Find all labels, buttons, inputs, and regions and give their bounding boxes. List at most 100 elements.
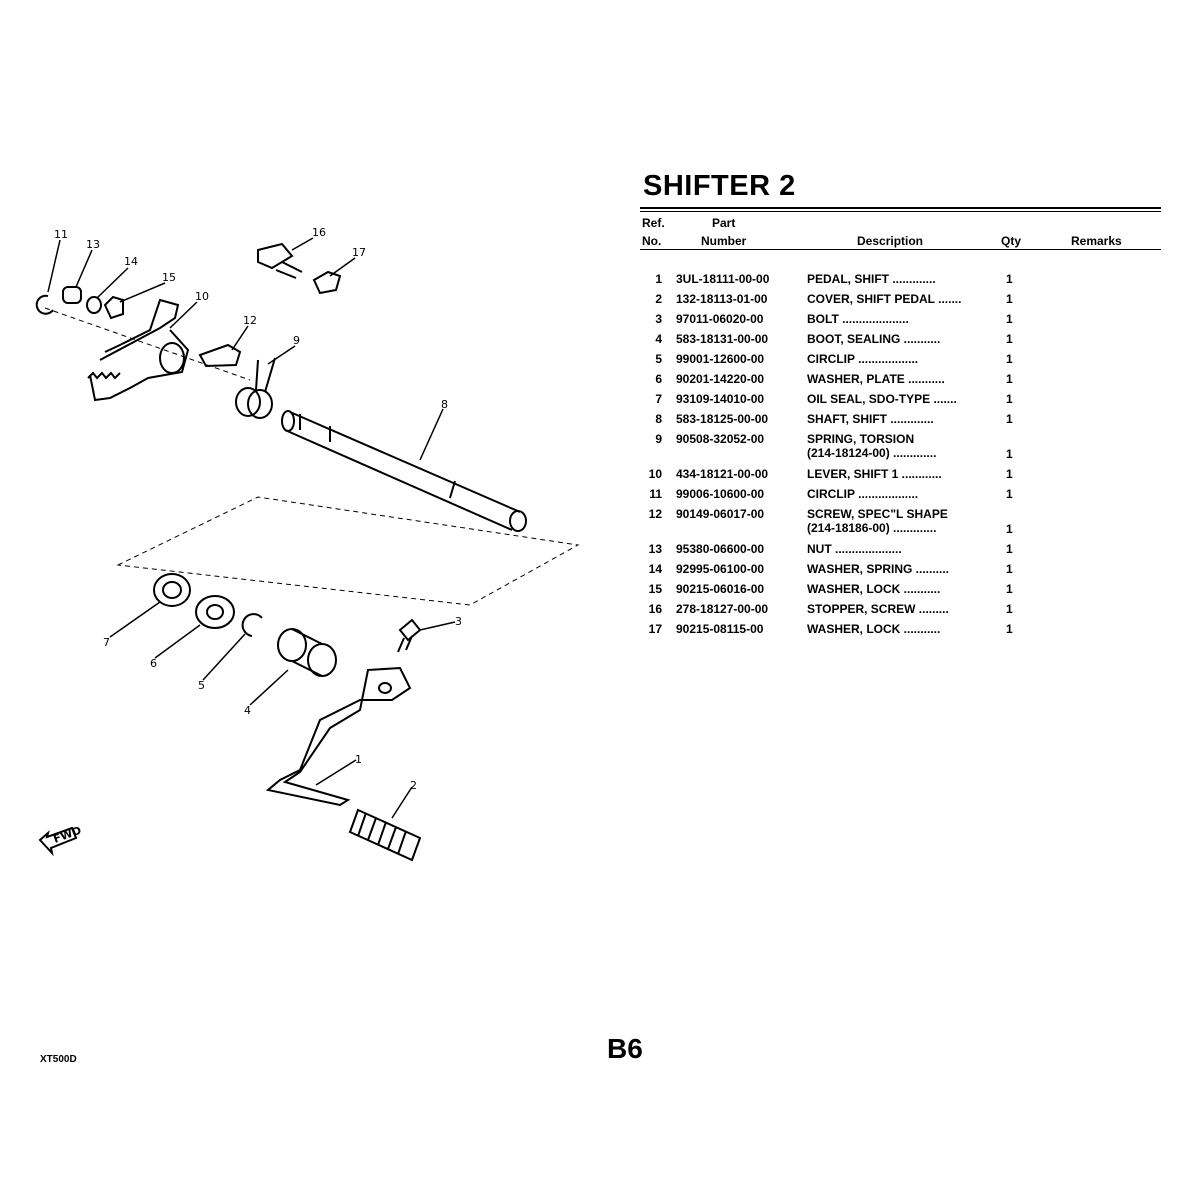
part-description: BOOT, SEALING ........... xyxy=(807,332,941,346)
part-qty: 1 xyxy=(1006,292,1013,306)
callout-2: 2 xyxy=(410,779,417,792)
part-description: PEDAL, SHIFT ............. xyxy=(807,272,936,286)
part-qty: 1 xyxy=(1006,522,1013,536)
header-qty: Qty xyxy=(1001,234,1022,248)
callout-16: 16 xyxy=(312,226,326,239)
part-number: 92995-06100-00 xyxy=(676,562,765,576)
page-title: SHIFTER 2 xyxy=(643,170,796,202)
table-row: 7 93109-14010-00 OIL SEAL, SDO-TYPE ....… xyxy=(0,392,1200,412)
ref-no: 6 xyxy=(655,372,662,386)
part-qty: 1 xyxy=(1006,392,1013,406)
header-ref-line1: Ref. xyxy=(642,216,665,230)
ref-no: 2 xyxy=(655,292,662,306)
header-part-line1: Part xyxy=(712,216,736,230)
ref-no: 10 xyxy=(648,467,662,481)
part-qty: 1 xyxy=(1006,447,1013,461)
callout-3: 3 xyxy=(455,615,462,628)
part-description: SPRING, TORSION (214-18124-00) .........… xyxy=(807,432,997,460)
part-qty: 1 xyxy=(1006,562,1013,576)
part-8-shift-shaft xyxy=(284,411,521,531)
callout-11: 11 xyxy=(54,228,68,241)
model-code: XT500D xyxy=(40,1054,77,1065)
fwd-arrow-icon: FWD xyxy=(38,824,83,857)
part-description: STOPPER, SCREW ......... xyxy=(807,602,949,616)
callout-7: 7 xyxy=(103,636,110,649)
part-qty: 1 xyxy=(1006,542,1013,556)
ref-no: 9 xyxy=(655,432,662,446)
part-description: SHAFT, SHIFT ............. xyxy=(807,412,934,426)
part-qty: 1 xyxy=(1006,467,1013,481)
title-rule-thin xyxy=(640,211,1161,212)
part-number: 583-18131-00-00 xyxy=(676,332,769,346)
title-rule xyxy=(640,207,1161,209)
ref-no: 3 xyxy=(655,312,662,326)
table-row: 2 132-18113-01-00 COVER, SHIFT PEDAL ...… xyxy=(0,292,1200,312)
callout-17: 17 xyxy=(352,246,366,259)
table-row: 12 90149-06017-00 SCREW, SPEC"L SHAPE (2… xyxy=(0,507,1200,542)
description-line2: (214-18124-00) ............. xyxy=(807,446,937,460)
part-description: CIRCLIP .................. xyxy=(807,487,919,501)
part-qty: 1 xyxy=(1006,272,1013,286)
part-qty: 1 xyxy=(1006,487,1013,501)
alignment-line xyxy=(44,307,251,381)
header-ref-line2: No. xyxy=(642,234,662,248)
table-row: 14 92995-06100-00 WASHER, SPRING .......… xyxy=(0,562,1200,582)
exploded-diagram: FWD 11 13 14 15 10 16 17 12 9 8 7 6 5 4 … xyxy=(0,200,620,900)
part-description: WASHER, LOCK ........... xyxy=(807,582,941,596)
part-1-shift-pedal xyxy=(265,666,412,807)
part-2-pedal-cover xyxy=(348,808,422,862)
table-row: 10 434-18121-00-00 LEVER, SHIFT 1 ......… xyxy=(0,467,1200,487)
callout-1: 1 xyxy=(355,753,362,766)
callout-15: 15 xyxy=(162,271,176,284)
description-line1: SCREW, SPEC"L SHAPE xyxy=(807,507,948,521)
header-description: Description xyxy=(857,234,924,248)
part-number: 434-18121-00-00 xyxy=(676,467,769,481)
header-part-line2: Number xyxy=(701,234,747,248)
table-row: 6 90201-14220-00 WASHER, PLATE .........… xyxy=(0,372,1200,392)
ref-no: 12 xyxy=(648,507,662,521)
part-5-circlip xyxy=(241,613,263,637)
part-number: 97011-06020-00 xyxy=(676,312,764,326)
table-row: 5 99001-12600-00 CIRCLIP ...............… xyxy=(0,352,1200,372)
part-12-special-screw xyxy=(198,343,242,368)
part-number: 90215-06016-00 xyxy=(676,582,765,596)
ref-no: 15 xyxy=(648,582,662,596)
ref-no: 1 xyxy=(655,272,662,286)
part-description: SCREW, SPEC"L SHAPE (214-18186-00) .....… xyxy=(807,507,997,535)
callout-9: 9 xyxy=(293,334,300,347)
ref-no: 13 xyxy=(648,542,662,556)
part-qty: 1 xyxy=(1006,372,1013,386)
table-row: 11 99006-10600-00 CIRCLIP ..............… xyxy=(0,487,1200,507)
parts-illustration: FWD 11 13 14 15 10 16 17 12 9 8 7 6 5 4 … xyxy=(35,226,580,862)
part-14-spring-washer xyxy=(86,296,102,314)
table-row: 1 3UL-18111-00-00 PEDAL, SHIFT .........… xyxy=(0,272,1200,292)
callout-6: 6 xyxy=(150,657,157,670)
part-6-plate-washer xyxy=(195,595,235,629)
part-number: 3UL-18111-00-00 xyxy=(676,272,770,286)
part-qty: 1 xyxy=(1006,602,1013,616)
part-description: NUT .................... xyxy=(807,542,902,556)
callout-4: 4 xyxy=(244,704,251,717)
callout-10: 10 xyxy=(195,290,209,303)
part-qty: 1 xyxy=(1006,352,1013,366)
table-row: 9 90508-32052-00 SPRING, TORSION (214-18… xyxy=(0,432,1200,467)
part-number: 132-18113-01-00 xyxy=(676,292,768,306)
ref-no: 8 xyxy=(655,412,662,426)
part-qty: 1 xyxy=(1006,332,1013,346)
ref-no: 14 xyxy=(648,562,662,576)
ref-no: 11 xyxy=(649,487,662,501)
callout-8: 8 xyxy=(441,398,448,411)
part-description: WASHER, PLATE ........... xyxy=(807,372,945,386)
part-description: OIL SEAL, SDO-TYPE ....... xyxy=(807,392,957,406)
part-number: 583-18125-00-00 xyxy=(676,412,769,426)
ref-no: 17 xyxy=(648,622,662,636)
table-row: 3 97011-06020-00 BOLT ..................… xyxy=(0,312,1200,332)
part-10-lever xyxy=(89,298,190,402)
part-9-torsion-spring xyxy=(235,387,261,417)
ref-no: 7 xyxy=(655,392,662,406)
description-line2: (214-18186-00) ............. xyxy=(807,521,937,535)
part-number: 278-18127-00-00 xyxy=(676,602,769,616)
part-qty: 1 xyxy=(1006,622,1013,636)
part-number: 93109-14010-00 xyxy=(676,392,765,406)
part-number: 95380-06600-00 xyxy=(676,542,765,556)
